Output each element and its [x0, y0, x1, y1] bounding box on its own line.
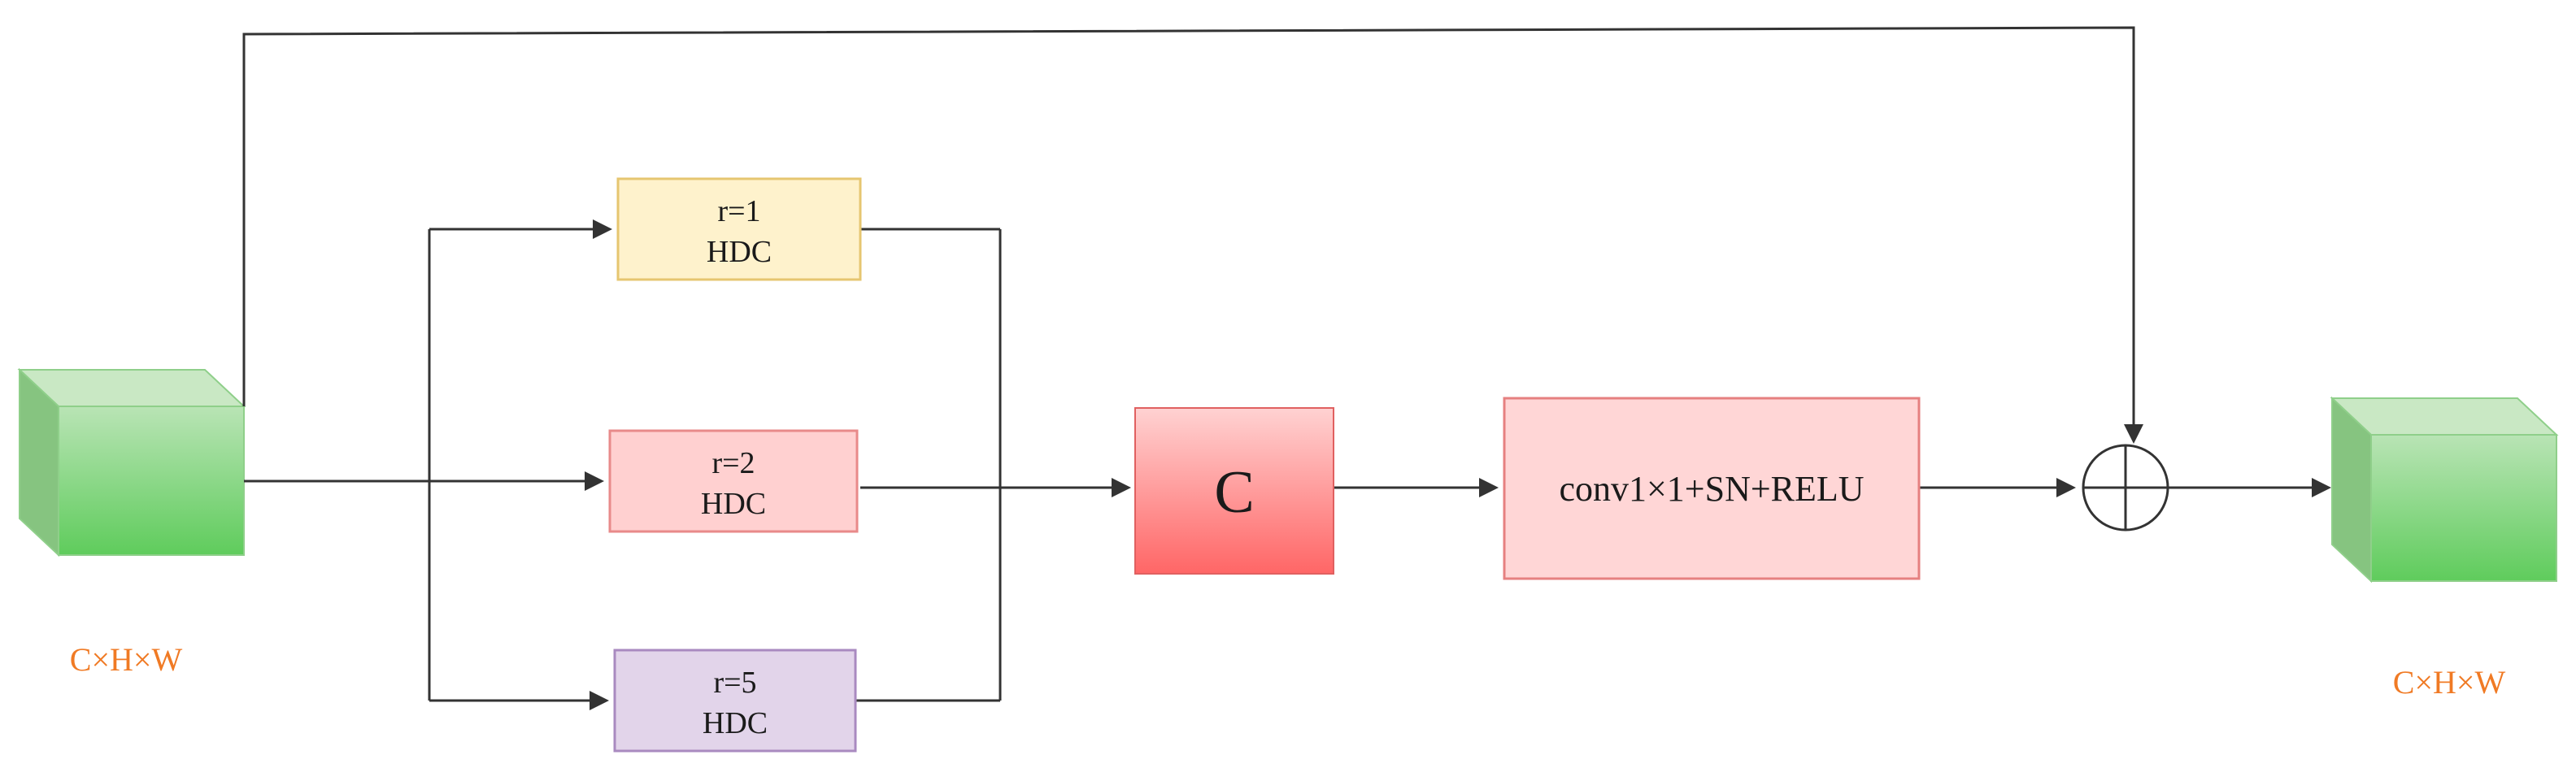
- residual-skip-line: [242, 26, 2143, 444]
- concat-block: C: [1134, 407, 1334, 575]
- branch-r5-rate: r=5: [713, 666, 756, 700]
- concat-label: C: [1214, 459, 1254, 526]
- hdc-branch-r1: r=1 HDC: [616, 177, 862, 281]
- branch-r5-name: HDC: [703, 706, 768, 740]
- output-dimension-label: C×H×W: [2393, 664, 2506, 701]
- hdc-branch-r2: r=2 HDC: [608, 429, 859, 533]
- hdc-branch-r5: r=5 HDC: [613, 649, 857, 753]
- conv-label: conv1×1+SN+RELU: [1559, 469, 1864, 509]
- conv-block: conv1×1+SN+RELU: [1503, 397, 1921, 580]
- connections: [242, 26, 2331, 710]
- input-feature-cube: [17, 367, 246, 558]
- output-feature-cube: [2330, 396, 2559, 584]
- branch-r1-rate: r=1: [717, 194, 760, 228]
- input-dimension-label: C×H×W: [70, 641, 183, 678]
- branch-r2-rate: r=2: [711, 446, 755, 480]
- elementwise-add-icon: [2082, 444, 2169, 532]
- branch-r2-name: HDC: [701, 487, 766, 521]
- branch-r1-name: HDC: [707, 235, 772, 269]
